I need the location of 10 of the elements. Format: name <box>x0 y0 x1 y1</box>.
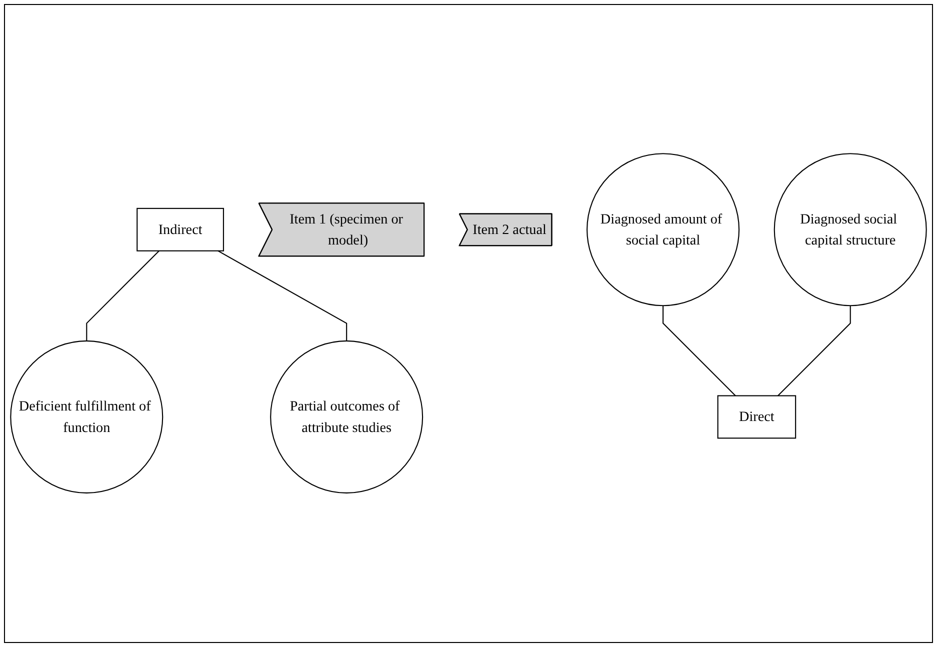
connector <box>86 250 160 342</box>
connector <box>218 250 348 342</box>
node-circle: Diagnosed amount of social capital <box>586 153 740 306</box>
node-circle: Partial outcomes of attribute studies <box>270 340 424 494</box>
node-box: Indirect <box>136 208 224 252</box>
node-circle: Diagnosed social capital structure <box>774 153 927 306</box>
node-box: Direct <box>717 395 796 439</box>
connector <box>778 306 851 396</box>
node-circle: Deficient fulfillment of function <box>10 340 164 494</box>
connector <box>662 306 736 396</box>
